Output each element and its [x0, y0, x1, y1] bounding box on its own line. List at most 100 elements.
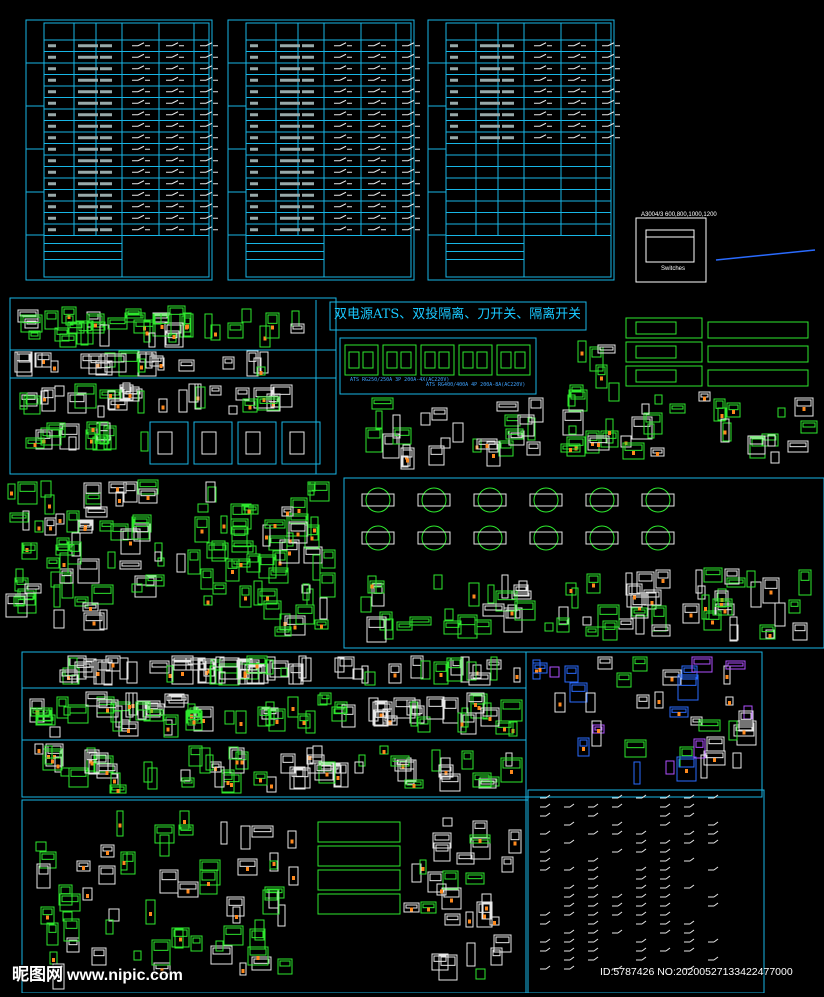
- relay-module: [164, 322, 184, 348]
- row-name-text: [280, 124, 300, 128]
- terminal-module: [724, 568, 740, 585]
- toggle-handle: [90, 761, 94, 766]
- breaker-module-detail: [19, 483, 36, 492]
- isolator-module: [556, 617, 570, 633]
- mccb-module: [470, 693, 488, 719]
- row-name-text: [480, 78, 500, 82]
- mccb-module: [199, 747, 211, 774]
- switch-symbol-blade: [373, 145, 381, 150]
- toggle-handle: [58, 519, 62, 523]
- breaker-module-detail: [37, 354, 50, 361]
- switch-symbol-blade: [373, 180, 381, 185]
- contactor-module: [179, 810, 190, 830]
- mccb-module-detail: [428, 698, 443, 707]
- row-name-text: [280, 193, 300, 197]
- breaker-module: [119, 560, 142, 570]
- controller-module-detail: [681, 748, 693, 757]
- contactor-module-detail: [153, 941, 169, 951]
- isolator-module: [369, 580, 385, 594]
- row-name-text: [78, 182, 98, 186]
- toggle-handle: [230, 783, 233, 787]
- mccb-module-detail: [86, 751, 98, 761]
- mccb-module: [426, 696, 445, 720]
- schematic-symbol-stroke: [593, 857, 599, 862]
- terminal-module: [682, 603, 700, 624]
- switch-symbol-blade: [137, 134, 145, 139]
- schematic-symbol-stroke: [593, 902, 599, 907]
- mccb-module: [166, 665, 174, 683]
- terminal-module-detail: [458, 854, 473, 860]
- schematic-symbol-stroke: [689, 938, 695, 943]
- mccb-module-detail: [107, 657, 119, 664]
- controller-module-detail: [700, 721, 719, 727]
- contactor-module-detail: [38, 865, 49, 875]
- toggle-handle: [477, 706, 481, 710]
- relay-module-detail: [46, 312, 57, 320]
- row-name-text: [78, 113, 98, 117]
- switch-symbol-blade: [573, 88, 581, 93]
- switch-symbol-blade: [407, 214, 415, 219]
- schematic-symbol-stroke: [641, 902, 647, 907]
- isolator-module: [444, 608, 454, 621]
- terminal-block-detail: [241, 587, 250, 596]
- row-number-text: [250, 136, 258, 140]
- terminal-module: [442, 817, 453, 827]
- toggle-handle: [47, 755, 50, 759]
- schematic-symbol-stroke: [545, 911, 551, 916]
- terminal-module-detail: [728, 404, 739, 411]
- row-number-text: [48, 205, 56, 209]
- image-id-label: ID:5787426 NO:20200527133422477000: [600, 966, 793, 978]
- toggle-handle: [723, 430, 727, 435]
- schematic-symbol-stroke: [617, 830, 623, 835]
- switch-symbol-blade: [137, 76, 145, 81]
- mccb-module: [142, 700, 161, 718]
- toggle-handle: [656, 452, 659, 456]
- toggle-handle: [515, 675, 519, 679]
- controller-module: [532, 662, 548, 674]
- switch-symbol-blade: [573, 65, 581, 70]
- contactor-module: [46, 922, 59, 946]
- terminal-module: [420, 901, 437, 914]
- relay-module: [290, 323, 305, 334]
- schematic-symbol-stroke: [593, 875, 599, 880]
- row-name-text: [280, 67, 300, 71]
- toggle-handle: [713, 758, 716, 762]
- switch-symbol-blade: [373, 134, 381, 139]
- mccb-module: [446, 657, 463, 682]
- schematic-symbol-stroke: [689, 884, 695, 889]
- schematic-symbol-stroke: [689, 920, 695, 925]
- mccb-module-detail: [448, 659, 461, 669]
- contactor-module: [220, 821, 228, 845]
- switch-symbol-blade: [171, 76, 179, 81]
- rotary-switch-symbol: [365, 487, 391, 513]
- schematic-symbol-stroke: [641, 893, 647, 898]
- meter-panel-row: [707, 345, 809, 363]
- toggle-handle: [46, 915, 49, 920]
- breaker-module-detail: [139, 481, 157, 488]
- switch-symbol-blade: [205, 53, 213, 58]
- breaker-module: [83, 612, 105, 631]
- terminal-module: [722, 422, 732, 442]
- switch-symbol-blade: [137, 226, 145, 231]
- terminal-block-detail: [259, 590, 276, 597]
- switch-symbol-blade: [373, 111, 381, 116]
- schematic-symbol-stroke: [713, 839, 719, 844]
- terminal-module: [792, 622, 808, 641]
- breaker-module-detail: [125, 483, 136, 492]
- mccb-module: [42, 748, 63, 771]
- controller-module: [723, 665, 731, 685]
- terminal-module-detail: [434, 834, 450, 841]
- relay-module-detail: [22, 316, 41, 324]
- mccb-module: [410, 701, 418, 727]
- relay-module-detail: [109, 319, 126, 325]
- terminal-block: [244, 504, 254, 515]
- switch-symbol-blade: [539, 122, 547, 127]
- mccb-module: [312, 745, 323, 762]
- contactor-module-detail: [48, 924, 57, 933]
- breaker-module: [222, 356, 235, 370]
- breaker-module-detail: [180, 361, 193, 367]
- isolator-module: [468, 582, 480, 607]
- breaker-module-detail: [237, 389, 248, 395]
- switch-symbol-blade: [573, 42, 581, 47]
- controller-module: [732, 752, 742, 769]
